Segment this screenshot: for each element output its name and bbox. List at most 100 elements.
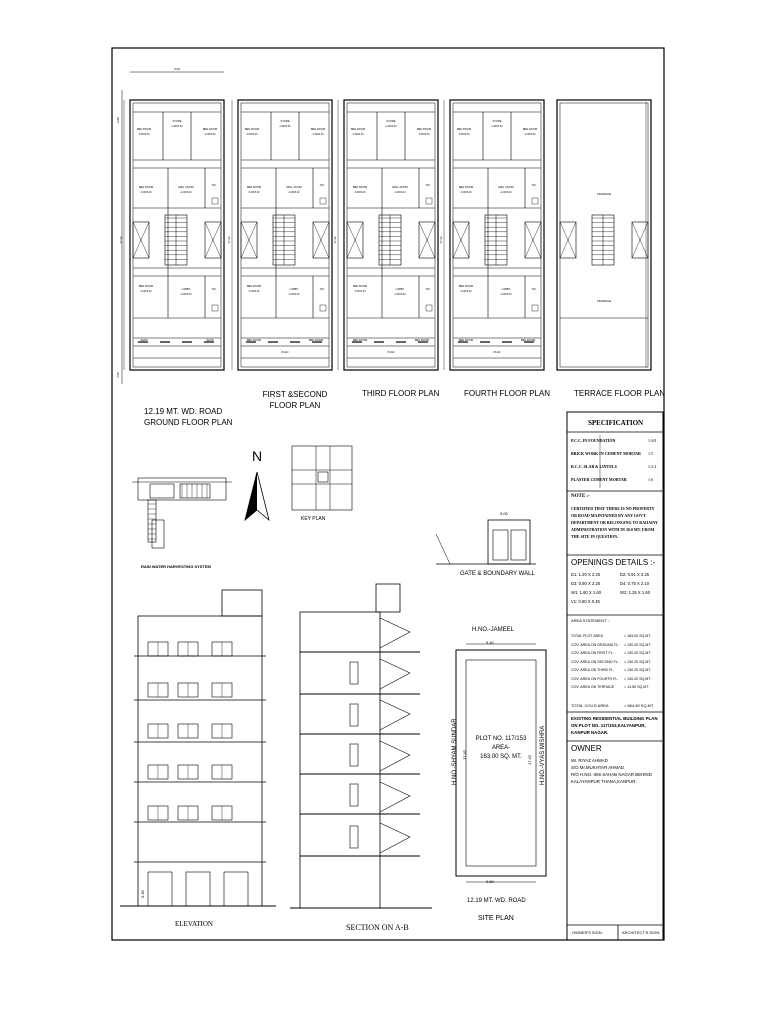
area-value: = 130.20 SQ.MT.	[624, 642, 652, 647]
room-size: 3.20X3.20	[313, 133, 325, 136]
section-stair-flight	[379, 781, 411, 813]
room-size: 4.20X3.20	[501, 191, 513, 194]
shaft-cross	[346, 221, 364, 259]
room-bed: BED ROOM	[415, 338, 429, 342]
room-bed: BED ROOM	[459, 338, 473, 342]
owner-line: KALAYANPUR THANA,KANPUR.	[571, 779, 637, 784]
area-value: = 13.50 SQ.MT.	[624, 685, 650, 689]
section-stair-flight	[379, 699, 411, 731]
terrace-floor-plan-title: TERRACE FLOOR PLAN	[574, 389, 666, 398]
note-title: NOTE :-	[571, 494, 590, 499]
room-size: 4.20X4.00	[395, 293, 407, 296]
site-plan-drawing	[455, 643, 547, 883]
room-bed: BED ROOM	[311, 127, 325, 131]
elevation-title: ELEVATION	[175, 920, 213, 928]
key-plan-diagram	[291, 445, 353, 511]
opening-detail: W2: 1.25 X 1.60	[620, 590, 651, 595]
room-store: STORE	[493, 119, 502, 123]
rwh-pit	[137, 477, 227, 501]
area-value: = 130.20 SQ.MT.	[624, 659, 652, 664]
plot-line: 163.00 SQ. MT.	[480, 754, 522, 760]
area-value: = 163.00 SQ.MT.	[624, 634, 652, 638]
shaft	[524, 221, 542, 259]
site-building	[465, 659, 537, 867]
plan-inner-outline	[240, 102, 330, 368]
opening-detail: D1: 1.20 X 2.25	[571, 572, 601, 577]
project-line: KANPUR NAGAR.	[571, 730, 609, 735]
plan-outline	[343, 99, 439, 371]
shaft	[418, 221, 436, 259]
opening-detail: D4: 0.75 X 2.10	[620, 581, 650, 586]
room-bed: BED ROOM	[139, 185, 153, 189]
gate-leaf	[510, 529, 527, 561]
room-toilet: TOI.	[320, 287, 325, 291]
plan-inner-outline	[452, 102, 542, 368]
gate-wall	[435, 533, 451, 565]
room-size: 4.20X4.00	[181, 293, 193, 296]
wc-fixture	[211, 197, 219, 205]
area-label: COV. AREA ON TERRACE	[571, 685, 615, 689]
shaft-cross	[132, 221, 150, 259]
shaft-cross	[418, 221, 436, 259]
room-bed: BED ROOM	[457, 127, 471, 131]
spec-item: P.C.C. IN FOUNDATION	[571, 438, 616, 443]
room-lobby: LOBBY	[502, 287, 511, 291]
dim-text: 17.42	[333, 236, 337, 244]
section-door	[349, 743, 359, 767]
dim-text: 17.42	[439, 236, 443, 244]
room-plan: PLAN	[494, 350, 501, 354]
section-stair-flight	[379, 740, 411, 772]
elevation-shutter	[147, 871, 173, 907]
section-title: SECTION ON A-B	[346, 923, 409, 932]
elevation-shutter	[223, 871, 249, 907]
note-line: OR ROAD MAINTAINED BY ANY GOVT.	[571, 513, 647, 518]
section-stair-head	[375, 583, 401, 613]
room-size: 3.20X3.20	[461, 191, 473, 194]
section-door	[349, 825, 359, 849]
spec-item: R.C.C. SLAB & LINTELS	[571, 464, 617, 469]
room-bed: BED ROOM	[309, 338, 323, 342]
gate-title: GATE & BOUNDARY WALL	[460, 571, 535, 577]
note-line: CERTIFIED THAT THERE IS NO PROPERTY	[571, 506, 655, 511]
rwh-tank	[149, 483, 175, 499]
section-door	[349, 661, 359, 685]
architect-sign: ARCHITECT'S SIGN.	[622, 930, 661, 935]
note-line: THE SITE IN QUESTION.	[571, 534, 619, 539]
site-top-dim: 9.40	[486, 640, 494, 645]
north-label: N	[252, 448, 263, 464]
room-bed: BED ROOM	[353, 185, 367, 189]
room-size: 3.20X3.20	[141, 191, 153, 194]
wc-fixture	[531, 197, 539, 205]
room-size: 3.20X3.20	[525, 133, 537, 136]
misc-drawings	[120, 445, 547, 909]
shaft	[240, 221, 258, 259]
shaft-cross	[204, 221, 222, 259]
owner-line: Mr. RIYAZ AHMAD	[571, 758, 608, 763]
owner-line: R/O H.NO.-366 SAHAB NAGAR BEHIND	[571, 772, 652, 777]
rwh-tank	[179, 483, 211, 499]
first-second-floor-plan-title: FIRST &SECOND FLOOR PLAN	[262, 390, 328, 410]
room-drawing: DRG. ROOM	[286, 185, 301, 189]
fourth-floor-plan-title: FOURTH FLOOR PLAN	[464, 389, 551, 398]
elevation-stair-head	[221, 589, 263, 617]
room-store: STORE	[281, 119, 290, 123]
spec-mix: 1:6	[648, 477, 654, 482]
room-drawing: DRG. ROOM	[392, 185, 407, 189]
elevation-drawing	[120, 589, 276, 907]
terrace-label: TERRACE	[597, 192, 611, 196]
room-plan: PLAN	[388, 350, 395, 354]
rwh-diagram	[132, 477, 232, 549]
site-right-neighbor: H.NO.-VYAS MISHRA	[540, 725, 546, 785]
dim-rear: 2.00	[116, 117, 120, 123]
plot-line: AREA-	[491, 745, 511, 751]
plan-outline	[129, 99, 225, 371]
section-door	[349, 783, 359, 807]
site-top-neighbor: H.NO.-JAMEEL	[472, 627, 515, 633]
spec-item: BRICK WORK IN CEMENT MORTAR	[571, 451, 641, 456]
section-door	[349, 703, 359, 727]
room-bed: BED ROOM	[523, 127, 537, 131]
site-right-dim: 17.42	[527, 754, 532, 765]
room-toilet: TOI.	[426, 287, 431, 291]
